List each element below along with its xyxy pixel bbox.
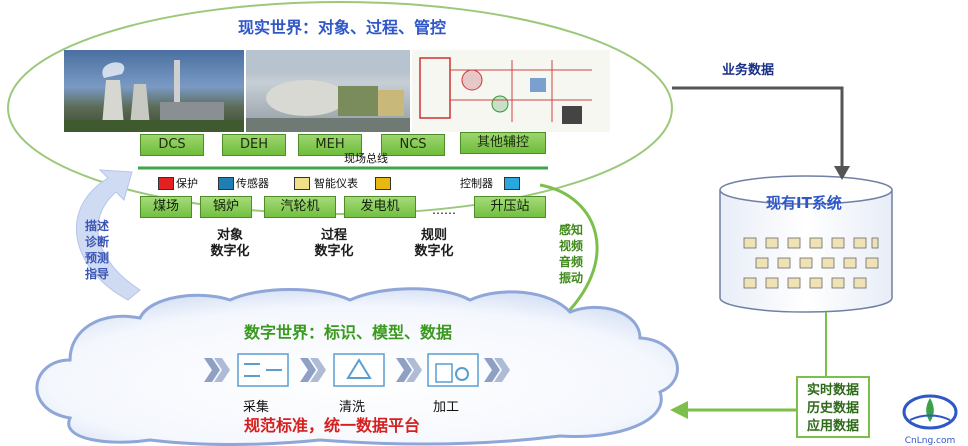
step-collect: 采集 — [242, 400, 269, 415]
unit-coal-yard: 煤场 — [140, 196, 192, 218]
sensor-protection-label: 保护 — [176, 177, 198, 190]
data-application: 应用数据 — [806, 419, 859, 434]
sensor-controller-label: 控制器 — [460, 177, 493, 190]
power-plant-photo — [64, 50, 244, 132]
sensor-meter-swatch — [294, 177, 310, 190]
system-ncs: NCS — [381, 134, 445, 156]
logo-mark-icon — [902, 394, 958, 430]
unit-generator: 发电机 — [344, 196, 416, 218]
left-feedback-arrow — [75, 169, 141, 301]
rule-digitize: 规则数字化 — [414, 228, 454, 259]
data-history: 历史数据 — [806, 401, 859, 416]
business-data-connector — [672, 86, 844, 168]
process-digitize: 过程数字化 — [314, 228, 354, 259]
step-clean: 清洗 — [338, 400, 365, 415]
business-data-label: 业务数据 — [722, 63, 775, 78]
sensor-yellow-swatch — [375, 177, 391, 190]
it-system-cylinder — [719, 190, 893, 313]
data-realtime: 实时数据 — [806, 383, 859, 398]
units-ellipsis: …… — [432, 203, 456, 217]
server-rack-icons — [743, 237, 879, 289]
sensor-protection-swatch — [158, 177, 174, 190]
sensor-sensor-swatch — [218, 177, 234, 190]
unit-boiler: 锅炉 — [200, 196, 252, 218]
sensor-sensor-label: 传感器 — [236, 177, 269, 190]
logo-text: CnLng.com — [904, 436, 956, 446]
process-steps-row — [204, 353, 510, 387]
right-arrow-text: 感知视频 音频振动 — [558, 223, 583, 285]
unit-substation: 升压站 — [474, 196, 546, 218]
object-digitize: 对象数字化 — [210, 228, 250, 259]
turbine-hall-photo — [246, 50, 410, 132]
sensor-controller-swatch — [504, 177, 520, 190]
site-logo: CnLng.com — [898, 392, 962, 446]
system-dcs: DCS — [140, 134, 204, 156]
system-deh: DEH — [222, 134, 286, 156]
unit-steam-turbine: 汽轮机 — [264, 196, 336, 218]
platform-slogan: 规范标准，统一数据平台 — [244, 416, 421, 435]
data-types-box: 实时数据 历史数据 应用数据 — [796, 376, 870, 438]
process-diagram-photo — [412, 50, 610, 132]
step-process: 加工 — [432, 400, 459, 415]
digital-world-title: 数字世界：标识、模型、数据 — [244, 323, 453, 342]
left-arrow-text: 描述诊断 预测指导 — [84, 219, 109, 281]
system-other-aux: 其他辅控 — [460, 132, 546, 154]
it-system-title: 现有IT系统 — [766, 194, 842, 212]
real-world-title: 现实世界：对象、过程、管控 — [238, 18, 447, 37]
fieldbus-label: 现场总线 — [344, 152, 388, 165]
system-meh: MEH — [298, 134, 362, 156]
sensor-meter-label: 智能仪表 — [314, 177, 358, 190]
